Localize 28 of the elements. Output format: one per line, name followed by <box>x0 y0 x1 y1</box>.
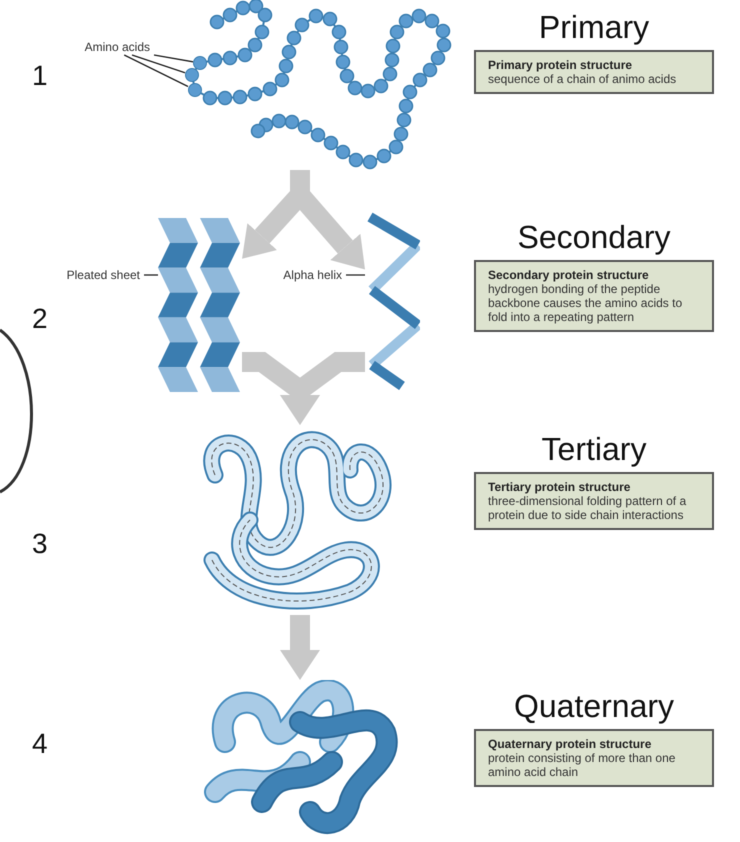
leader-line <box>132 54 186 74</box>
box-text: hydrogen bonding of the peptide backbone causes the amino acids to fold into a repeating pattern <box>488 282 684 324</box>
box-heading: Quaternary protein structure <box>488 737 652 751</box>
stage-title: Quaternary <box>512 687 676 726</box>
callout-label: Alpha helix <box>256 267 346 283</box>
amino-acid-bead <box>193 56 207 70</box>
callout-label: Pleated sheet <box>40 267 144 283</box>
amino-acid-bead <box>188 83 202 97</box>
stage-title: Secondary <box>516 218 672 257</box>
box-heading: Secondary protein structure <box>488 268 650 282</box>
callout-label: Amino acids <box>62 39 154 55</box>
step-number: 4 <box>32 728 48 760</box>
box-text: three-dimensional folding pattern of a protein due to side chain interactions <box>488 494 688 522</box>
box-text: sequence of a chain of animo acids <box>488 72 678 86</box>
leader-line <box>144 274 158 276</box>
amino-acid-bead <box>185 68 199 82</box>
block-arrow <box>280 615 320 680</box>
leader-line <box>154 54 194 62</box>
stage-title: Primary <box>538 8 650 47</box>
leader-line <box>346 274 365 276</box>
leader-line <box>124 54 188 88</box>
step-number: 2 <box>32 303 48 335</box>
box-text: protein consisting of more than one amino acid chain <box>488 751 676 779</box>
step-number: 3 <box>32 528 48 560</box>
box-heading: Tertiary protein structure <box>488 480 632 494</box>
step-number: 1 <box>32 60 48 92</box>
stage-title: Tertiary <box>540 430 648 469</box>
box-heading: Primary protein structure <box>488 58 634 72</box>
